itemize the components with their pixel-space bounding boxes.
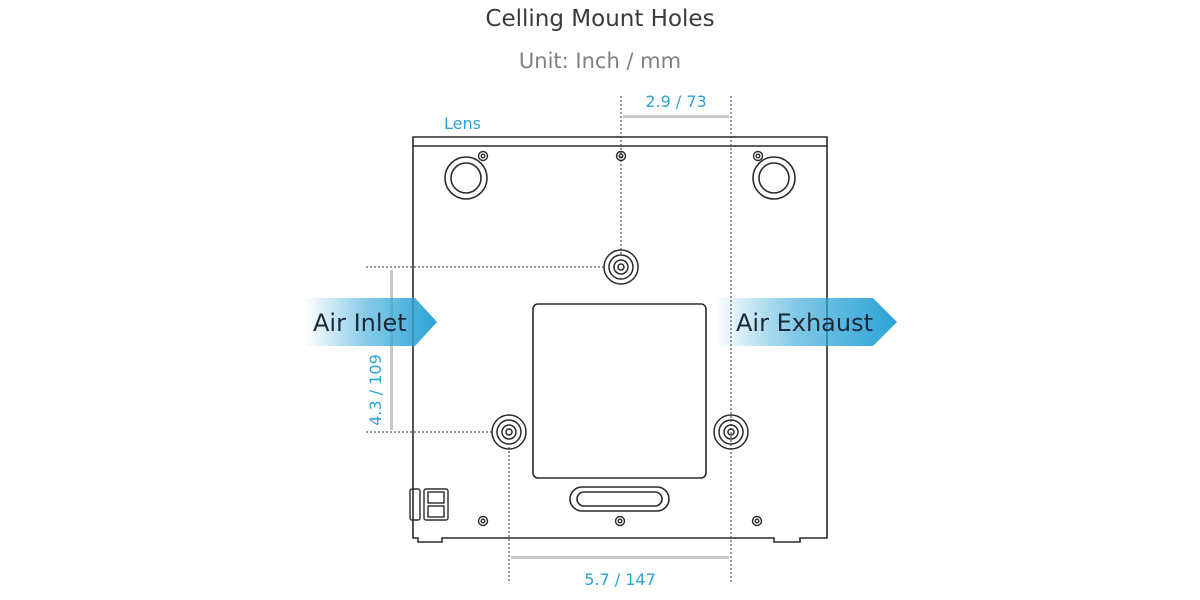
screw-top-center (615, 150, 627, 162)
side-dimension: 4.3 / 109 (366, 266, 606, 433)
screw-bottom-center (614, 515, 626, 527)
screw-bottom-left (477, 515, 489, 527)
bottom-dimension-label: 5.7 / 147 (584, 570, 656, 589)
mount-hole-top (603, 249, 639, 285)
foot-left (444, 156, 488, 200)
air-exhaust-label: Air Exhaust (736, 309, 873, 337)
screw-top-right (752, 150, 764, 162)
bottom-dimension: 5.7 / 147 (508, 447, 729, 589)
projector-body (412, 136, 828, 543)
top-dimension-label: 2.9 / 73 (645, 92, 706, 111)
mount-hole-left (491, 414, 527, 450)
top-dimension: 2.9 / 73 (620, 92, 732, 582)
unit-subtitle: Unit: Inch / mm (518, 49, 682, 73)
side-connector (409, 488, 449, 521)
center-panel (532, 303, 707, 479)
foot-right (752, 156, 796, 200)
air-inlet-label: Air Inlet (313, 309, 407, 337)
slot (569, 486, 670, 512)
mount-hole-right (713, 414, 749, 450)
screw-top-left (477, 150, 489, 162)
air-exhaust-arrow: Air Exhaust (715, 298, 897, 346)
lens-label: Lens (444, 114, 481, 133)
side-dimension-label: 4.3 / 109 (366, 354, 385, 426)
air-inlet-arrow: Air Inlet (305, 298, 437, 346)
screw-bottom-right (751, 515, 763, 527)
diagram-title: Celling Mount Holes (485, 6, 715, 32)
